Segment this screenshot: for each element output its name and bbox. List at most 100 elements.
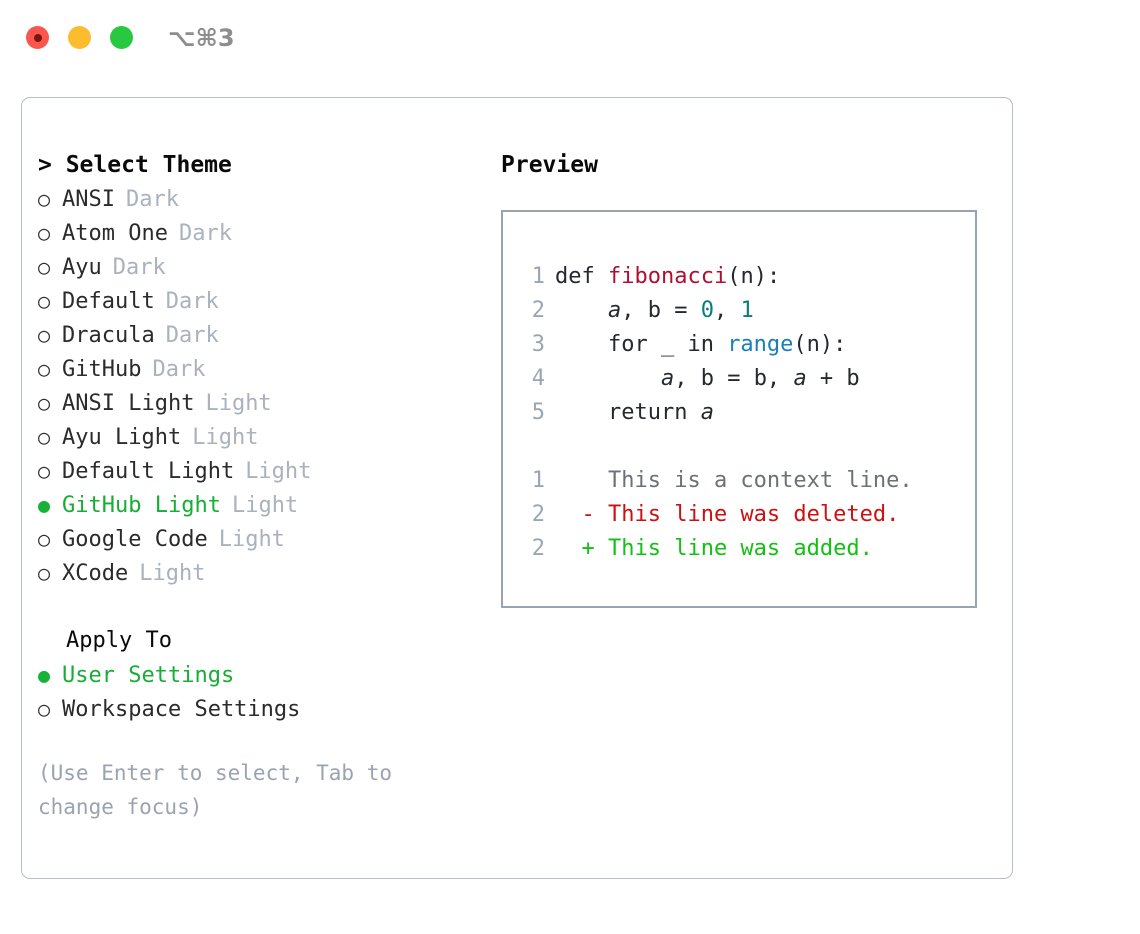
close-button[interactable] xyxy=(26,26,49,49)
apply-to-option-label: User Settings xyxy=(62,663,235,688)
theme-list-item[interactable]: ○ ANSI Dark xyxy=(38,182,488,216)
radio-unselected-icon: ○ xyxy=(38,391,51,415)
radio-selected-icon: ● xyxy=(38,663,51,687)
line-number: 1 xyxy=(531,468,545,493)
theme-list-item[interactable]: ○ Default Dark xyxy=(38,284,488,318)
code-token: 0 xyxy=(700,298,714,323)
code-token xyxy=(555,366,661,391)
line-number: 2 xyxy=(531,502,545,527)
apply-to-option[interactable]: ○ Workspace Settings xyxy=(38,692,488,726)
diff-line: 1 This is a context line. xyxy=(521,464,913,498)
select-theme-heading: > Select Theme xyxy=(38,148,488,182)
theme-list-item[interactable]: ● GitHub Light Light xyxy=(38,488,488,522)
radio-unselected-icon: ○ xyxy=(38,357,51,381)
code-token: def xyxy=(555,264,608,289)
radio-unselected-icon: ○ xyxy=(38,561,51,585)
code-token: a xyxy=(700,400,714,425)
theme-name: ANSI xyxy=(62,187,115,212)
theme-variant-badge: Dark xyxy=(152,357,206,382)
line-number: 3 xyxy=(531,332,545,357)
apply-to-option[interactable]: ● User Settings xyxy=(38,658,488,692)
code-token: a xyxy=(793,366,807,391)
theme-list-item[interactable]: ○ ANSI Light Light xyxy=(38,386,488,420)
code-token xyxy=(555,298,608,323)
prompt-caret-icon: > xyxy=(38,152,66,178)
code-token: a xyxy=(607,298,622,323)
radio-unselected-icon: ○ xyxy=(38,187,51,211)
theme-name: Dracula xyxy=(62,323,155,348)
section-spacer xyxy=(38,590,488,624)
code-line: 1 def fibonacci(n): xyxy=(521,260,913,294)
radio-unselected-icon: ○ xyxy=(38,697,51,721)
theme-variant-badge: Dark xyxy=(165,289,219,314)
keyboard-hint-text: (Use Enter to select, Tab to change focu… xyxy=(38,761,393,819)
theme-variant-badge: Dark xyxy=(125,187,179,212)
diff-line: 2 + This line was added. xyxy=(521,532,913,566)
code-token: + b xyxy=(806,366,860,391)
code-token: return xyxy=(555,400,701,425)
code-token: for _ in xyxy=(555,332,728,357)
code-token: (n): xyxy=(793,332,847,357)
theme-name: Atom One xyxy=(62,221,168,246)
diff-marker: + xyxy=(555,536,608,561)
preview-heading: Preview xyxy=(501,152,598,178)
theme-name: ANSI Light xyxy=(62,391,195,416)
theme-variant-badge: Dark xyxy=(165,323,219,348)
theme-variant-badge: Dark xyxy=(112,255,166,280)
select-theme-heading-label: Select Theme xyxy=(65,152,232,178)
code-token: 1 xyxy=(740,298,754,323)
diff-text: This is a context line. xyxy=(607,468,913,493)
theme-name: Google Code xyxy=(62,527,208,552)
code-token: , b = xyxy=(621,298,701,323)
theme-name: GitHub xyxy=(62,357,142,382)
theme-name: Ayu xyxy=(62,255,102,280)
theme-variant-badge: Light xyxy=(192,425,259,450)
theme-name: Ayu Light xyxy=(62,425,182,450)
traffic-light-buttons xyxy=(26,26,133,49)
radio-unselected-icon: ○ xyxy=(38,425,51,449)
line-number: 1 xyxy=(531,264,545,289)
line-number: 4 xyxy=(531,366,545,391)
radio-unselected-icon: ○ xyxy=(38,459,51,483)
theme-name: Default Light xyxy=(62,459,235,484)
diff-text: This line was added. xyxy=(607,536,873,561)
code-token: (n): xyxy=(727,264,781,289)
code-line: 2 a, b = 0, 1 xyxy=(521,294,913,328)
line-number: 5 xyxy=(531,400,545,425)
line-number: 2 xyxy=(531,298,545,323)
minimize-button[interactable] xyxy=(68,26,91,49)
theme-variant-badge: Dark xyxy=(178,221,232,246)
theme-list-item[interactable]: ○ GitHub Dark xyxy=(38,352,488,386)
code-diff-separator xyxy=(521,430,913,464)
zoom-button[interactable] xyxy=(110,26,133,49)
theme-list-item[interactable]: ○ Ayu Light Light xyxy=(38,420,488,454)
code-token: , xyxy=(713,298,741,323)
diff-marker: - xyxy=(555,502,608,527)
theme-variant-badge: Light xyxy=(231,493,299,518)
apply-to-heading: Apply To xyxy=(66,628,172,653)
theme-name: Default xyxy=(62,289,155,314)
diff-text: This line was deleted. xyxy=(607,502,900,527)
code-token: fibonacci xyxy=(607,264,728,289)
code-token: a xyxy=(660,366,675,391)
radio-unselected-icon: ○ xyxy=(38,289,51,313)
line-number: 2 xyxy=(531,536,545,561)
diff-marker xyxy=(555,468,608,493)
theme-variant-badge: Light xyxy=(205,391,272,416)
theme-name: GitHub Light xyxy=(62,493,221,518)
radio-selected-icon: ● xyxy=(38,493,51,517)
apply-to-option-label: Workspace Settings xyxy=(62,697,301,722)
